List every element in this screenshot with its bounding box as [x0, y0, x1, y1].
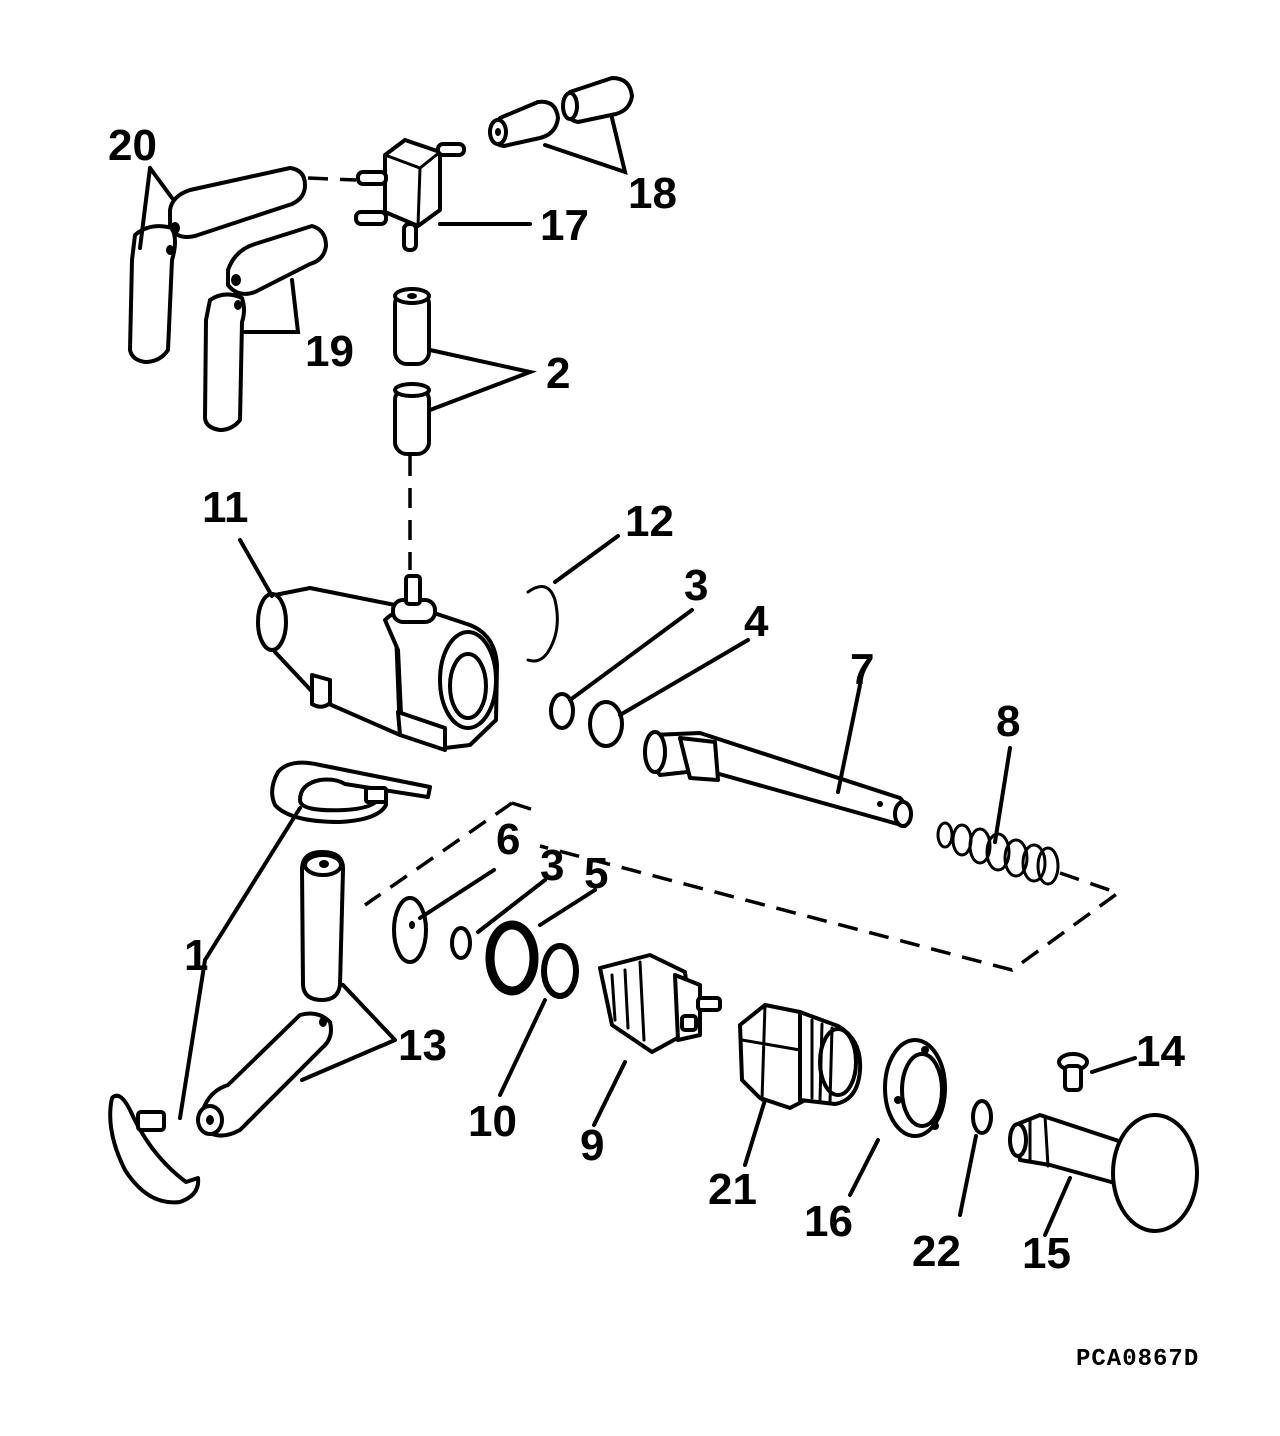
part-7-plunger: [643, 730, 913, 828]
callout-17: 17: [540, 201, 589, 250]
part-20-elbow-hose: [128, 166, 307, 364]
callout-18: 18: [628, 169, 677, 218]
part-16-retainer: [883, 1038, 947, 1138]
part-18-hose-pieces: [488, 76, 634, 148]
callout-21: 21: [708, 1165, 757, 1214]
part-17-tee-fitting: [307, 138, 466, 252]
callout-16: 16: [804, 1197, 853, 1246]
callout-2: 2: [546, 349, 570, 398]
leader-lines: [138, 116, 1137, 1237]
part-8-spring: [936, 821, 1060, 886]
callout-3-lower: 3: [540, 841, 564, 890]
callout-13: 13: [398, 1021, 447, 1070]
part-15-knob: [1008, 1113, 1199, 1233]
callout-8: 8: [996, 697, 1020, 746]
callout-7: 7: [850, 645, 874, 694]
part-11-valve-body: [256, 574, 499, 752]
callout-3-upper: 3: [684, 561, 708, 610]
callout-6: 6: [496, 815, 520, 864]
callout-22: 22: [912, 1227, 961, 1276]
part-6-washer: [392, 896, 428, 964]
part-22-o-ring: [971, 1099, 993, 1135]
callout-15: 15: [1022, 1229, 1071, 1278]
part-13-hoses: [196, 850, 346, 1138]
callout-10: 10: [468, 1097, 517, 1146]
drawing-code: PCA0867D: [1076, 1346, 1199, 1373]
callout-1: 1: [184, 931, 208, 980]
part-1-hose-clamps: [108, 760, 432, 1205]
part-5-gasket: [485, 920, 539, 996]
callout-11: 11: [202, 483, 249, 532]
part-4-o-ring: [588, 700, 624, 748]
callout-19: 19: [305, 327, 354, 376]
part-19-elbow-hose: [203, 224, 328, 432]
callout-5: 5: [584, 849, 608, 898]
assembly-dashed-outline: [364, 801, 1122, 972]
part-3-o-ring-lower: [450, 926, 472, 960]
part-12-retaining-clip: [526, 585, 559, 663]
callout-12: 12: [625, 497, 674, 546]
callout-4: 4: [744, 597, 769, 646]
part-21-threaded-nut: [738, 1003, 863, 1110]
part-10-ring: [541, 943, 579, 999]
part-14-screw: [1057, 1052, 1089, 1092]
callout-14: 14: [1136, 1027, 1185, 1076]
part-2-hoses: [393, 287, 431, 570]
callout-9: 9: [580, 1121, 604, 1170]
part-3-o-ring-upper: [549, 692, 575, 730]
callout-20: 20: [108, 121, 157, 170]
part-9-valve-fitting: [598, 953, 722, 1054]
